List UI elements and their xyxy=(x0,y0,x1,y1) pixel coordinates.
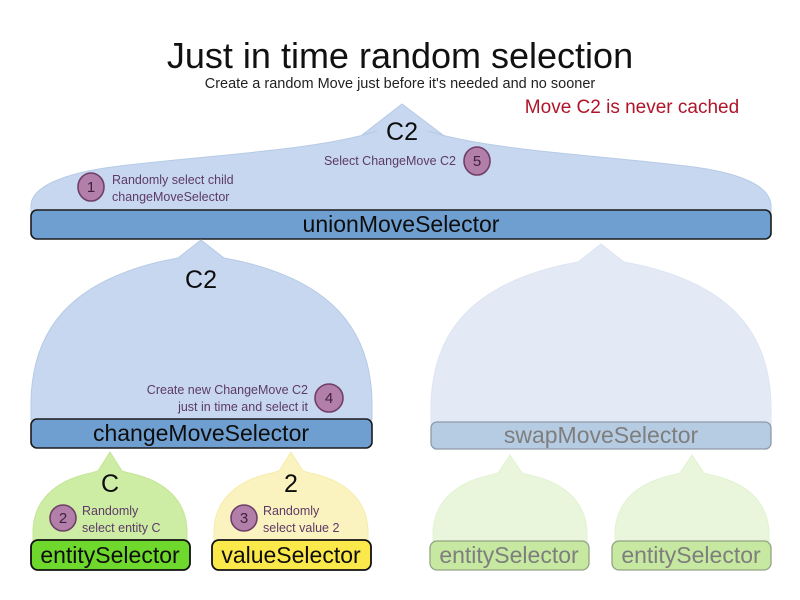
annotation-step-3: 3 Randomly select value 2 xyxy=(230,504,339,535)
node-change-move-selector[interactable]: changeMoveSelector xyxy=(30,418,373,449)
entity-selector-swap-left-label: entitySelector xyxy=(439,542,579,568)
page-subtitle: Create a random Move just before it's ne… xyxy=(205,76,596,92)
value-selector-change-box[interactable] xyxy=(211,539,372,571)
entity-selector-change-label: entitySelector xyxy=(40,542,180,568)
node-entity-selector-swap-right[interactable]: entitySelector xyxy=(611,540,772,571)
union-move-selector-label: unionMoveSelector xyxy=(303,211,500,237)
step-badge-2 xyxy=(49,504,77,532)
annotation-2-line-2: select entity C xyxy=(82,521,161,535)
step-badge-1 xyxy=(77,172,105,202)
union-move-selector-box[interactable] xyxy=(30,209,772,240)
step-badge-2-number: 2 xyxy=(59,510,67,527)
flow-label-value-output: 2 xyxy=(284,470,298,498)
annotation-step-5: 5 Select ChangeMove C2 xyxy=(324,146,491,176)
swap-entity-right-funnel xyxy=(614,454,770,544)
step-badge-5-number: 5 xyxy=(473,153,481,170)
change-move-selector-box[interactable] xyxy=(30,418,373,449)
page-title: Just in time random selection xyxy=(167,35,633,76)
annotation-3-line-1: Randomly xyxy=(263,504,320,518)
annotation-step-2: 2 Randomly select entity C xyxy=(49,504,161,535)
annotation-4-line-1: Create new ChangeMove C2 xyxy=(147,383,308,397)
flow-label-union-output: C2 xyxy=(386,118,418,146)
step-badge-4-number: 4 xyxy=(325,390,333,407)
value-selector-change-label: valueSelector xyxy=(221,542,361,568)
step-badge-1-number: 1 xyxy=(87,179,95,196)
node-entity-selector-swap-left[interactable]: entitySelector xyxy=(429,540,590,571)
node-union-move-selector[interactable]: unionMoveSelector xyxy=(30,209,772,240)
cache-note: Move C2 is never cached xyxy=(525,97,739,118)
annotation-3-line-2: select value 2 xyxy=(263,521,339,535)
swap-move-selector-label: swapMoveSelector xyxy=(504,422,699,448)
change-move-selector-label: changeMoveSelector xyxy=(93,420,309,446)
node-value-selector-change[interactable]: valueSelector xyxy=(211,539,372,571)
flow-label-change-output: C2 xyxy=(185,266,217,294)
annotation-4-line-2: just in time and select it xyxy=(177,400,308,414)
union-output-funnel: C2 xyxy=(30,103,772,213)
annotation-1-line-1: Randomly select child xyxy=(112,173,234,187)
step-badge-4 xyxy=(314,383,344,413)
swap-entity-left-funnel xyxy=(432,454,588,544)
node-swap-move-selector[interactable]: swapMoveSelector xyxy=(430,421,772,450)
entity-selector-change-box[interactable] xyxy=(30,539,191,571)
annotation-step-1: 1 Randomly select child changeMoveSelect… xyxy=(77,172,234,204)
node-entity-selector-change[interactable]: entitySelector xyxy=(30,539,191,571)
entity-selector-swap-right-label: entitySelector xyxy=(621,542,761,568)
entity-selector-swap-left-box[interactable] xyxy=(429,540,590,571)
change-output-funnel: C2 xyxy=(30,239,373,421)
flow-label-entity-output: C xyxy=(101,470,119,498)
annotation-1-line-2: changeMoveSelector xyxy=(112,190,229,204)
step-badge-5 xyxy=(463,146,491,176)
entity-selector-swap-right-box[interactable] xyxy=(611,540,772,571)
annotation-2-line-1: Randomly xyxy=(82,504,139,518)
annotation-step-4: 4 Create new ChangeMove C2 just in time … xyxy=(147,383,344,414)
swap-output-funnel xyxy=(430,243,772,425)
step-badge-3 xyxy=(230,504,258,532)
annotation-5-line-1: Select ChangeMove C2 xyxy=(324,154,456,168)
swap-move-selector-box[interactable] xyxy=(430,421,772,450)
step-badge-3-number: 3 xyxy=(240,510,248,527)
